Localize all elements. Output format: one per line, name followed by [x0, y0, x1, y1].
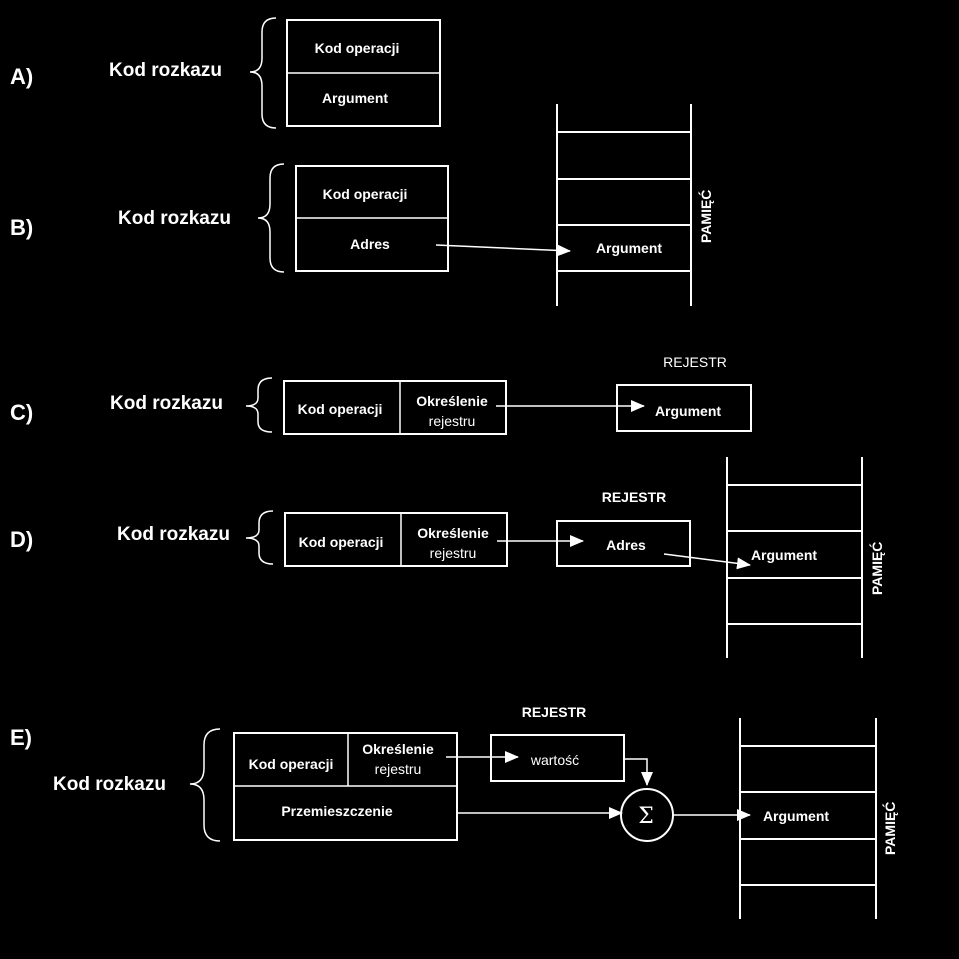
section-d-opcode: Kod operacji: [299, 534, 384, 550]
section-a-opcode: Kod operacji: [315, 40, 400, 56]
section-c-register-box: [616, 384, 752, 432]
section-e-brace: [189, 728, 221, 842]
section-d-memory-label: PAMIĘĆ: [868, 542, 885, 595]
section-e-register-value: wartość: [530, 752, 579, 768]
section-e-memory-argument: Argument: [763, 808, 829, 824]
section-e-memory-label: PAMIĘĆ: [881, 802, 898, 855]
section-e-reg-spec-2: rejestru: [375, 761, 422, 777]
section-c-opcode: Kod operacji: [298, 401, 383, 417]
section-c-reg-spec-2: rejestru: [429, 413, 476, 429]
section-c-label: Kod rozkazu: [110, 393, 223, 414]
section-c-instruction-box: [283, 380, 507, 435]
section-b-opcode: Kod operacji: [323, 186, 408, 202]
section-e: E) Kod rozkazu Kod operacji Określenie r…: [10, 704, 898, 919]
section-b-brace: [257, 163, 285, 273]
section-d-reg-spec-1: Określenie: [417, 525, 489, 541]
section-d-memory: [726, 457, 863, 658]
section-e-memory: [739, 718, 877, 919]
section-a-letter: A): [10, 64, 33, 89]
section-e-label: Kod rozkazu: [53, 774, 166, 795]
section-d-instruction-box: [284, 512, 508, 567]
section-e-reg-spec-1: Określenie: [362, 741, 434, 757]
section-a-argument: Argument: [322, 90, 388, 106]
section-e-sum-symbol: Σ: [638, 804, 654, 829]
section-b-arrow: [435, 244, 571, 257]
section-b-memory-label: PAMIĘĆ: [697, 190, 714, 243]
section-e-register-box: [490, 734, 625, 782]
section-e-register-title: REJESTR: [522, 704, 587, 720]
section-b-address: Adres: [350, 236, 390, 252]
section-d-reg-spec-2: rejestru: [430, 545, 477, 561]
section-c-brace: [245, 377, 273, 433]
section-b-memory: [556, 104, 692, 306]
section-a-label: Kod rozkazu: [109, 60, 222, 81]
section-c-register-title: REJESTR: [663, 354, 727, 370]
section-c: C) Kod rozkazu Kod operacji Określenie r…: [10, 354, 752, 435]
section-e-arrow-2: [624, 758, 653, 786]
section-d-register-address: Adres: [606, 537, 646, 553]
section-d-register-title: REJESTR: [602, 489, 667, 505]
section-b-memory-argument: Argument: [596, 240, 662, 256]
section-d-register-box: [556, 520, 691, 567]
section-e-displacement: Przemieszczenie: [281, 803, 392, 819]
section-c-reg-spec-1: Określenie: [416, 393, 488, 409]
section-d: D) Kod rozkazu Kod operacji Określenie r…: [10, 457, 885, 658]
section-a: A) Kod rozkazu Kod operacji Argument: [10, 17, 441, 129]
section-b-letter: B): [10, 215, 33, 240]
section-b: B) Kod rozkazu Kod operacji Adres Argume…: [10, 104, 714, 306]
section-d-arrow-2: [663, 553, 751, 570]
section-d-memory-argument: Argument: [751, 547, 817, 563]
section-c-register-argument: Argument: [655, 403, 721, 419]
section-d-label: Kod rozkazu: [117, 524, 230, 545]
section-e-letter: E): [10, 725, 32, 750]
section-d-letter: D): [10, 527, 33, 552]
section-c-letter: C): [10, 400, 33, 425]
section-b-label: Kod rozkazu: [118, 208, 231, 229]
section-d-brace: [245, 510, 274, 565]
section-a-brace: [249, 17, 277, 129]
section-e-opcode: Kod operacji: [249, 756, 334, 772]
